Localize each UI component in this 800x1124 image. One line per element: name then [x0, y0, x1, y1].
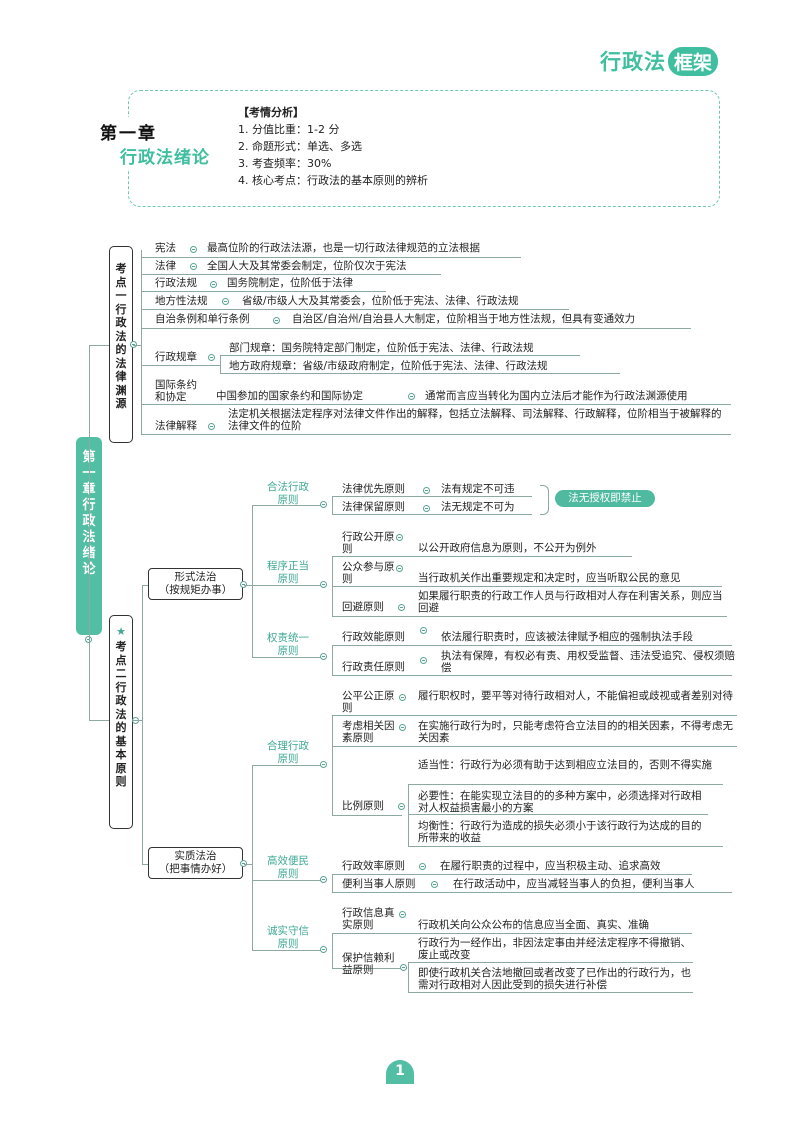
source-name: 自治条例和单行条例: [155, 313, 250, 325]
principle-desc: 当行政机关作出重要规定和决定时，应当听取公民的意见: [418, 572, 681, 584]
chapter-title: 行政法绪论: [120, 148, 210, 168]
principle-category: 权责统一原则: [267, 632, 309, 657]
principle-desc: 法无规定不可为: [441, 501, 515, 513]
source-desc: 中国参加的国家条约和国际协定: [216, 390, 363, 402]
point1-label: 考点一 行政法的法律渊源: [115, 262, 127, 410]
principle-name: 行政公开原则: [342, 531, 395, 555]
principle-desc: 行政行为一经作出，非因法定事由并经法定程序不得撤销、废止或改变: [418, 937, 691, 961]
source-name: 行政规章: [155, 351, 197, 363]
point2-label: 考点二 行政法的基本原则: [115, 640, 127, 788]
principle-name: 法律优先原则: [342, 483, 405, 495]
principle-desc-2: 即使行政机关合法地撤回或者改变了已作出的行政行为，也需对行政相对人因此受到的损失…: [418, 967, 691, 991]
principle-name: 行政责任原则: [342, 661, 405, 673]
brand-text: 行政法: [600, 50, 666, 74]
analysis-item: 1. 分值比重：1-2 分: [238, 123, 340, 136]
source-desc: 最高位阶的行政法法源，也是一切行政法律规范的立法根据: [207, 242, 480, 254]
principle-name: 保护信赖利益原则: [342, 952, 395, 976]
principle-name: 行政效能原则: [342, 631, 405, 643]
principle-name: 便利当事人原则: [342, 878, 416, 890]
principle-desc: 履行职权时，要平等对待行政相对人，不能偏袒或歧视或者差别对待: [418, 690, 733, 702]
source-name: 法律: [155, 260, 176, 272]
principle-desc: 以公开政府信息为原则，不公开为例外: [418, 542, 597, 554]
analysis-heading: 【考情分析】: [238, 106, 304, 119]
star-icon: ★: [116, 625, 126, 638]
source-desc: 法定机关根据法定程序对法律文件作出的解释，包括立法解释、司法解释、行政解释，位阶…: [228, 408, 722, 432]
principle-category: 诚实守信原则: [267, 925, 309, 950]
proportion-sub: 均衡性：行政行为造成的损失必须小于该行政行为达成的目的所带来的收益: [418, 820, 702, 844]
brand-logo: 行政法 框架: [600, 46, 719, 76]
proportion-sub: 必要性：在能实现立法目的的多种方案中，必须选择对行政相对人权益损害最小的方案: [418, 790, 702, 814]
principle-name: 比例原则: [342, 800, 384, 812]
source-desc: 全国人大及其常委会制定，位阶仅次于宪法: [207, 260, 407, 272]
analysis-box: 【考情分析】 1. 分值比重：1-2 分 2. 命题形式：单选、多选 3. 考查…: [238, 104, 428, 189]
source-sub: 部门规章：国务院特定部门制定，位阶低于宪法、法律、行政法规: [229, 342, 534, 354]
principle-desc: 在实施行政行为时，只能考虑符合立法目的的相关因素，不得考虑无关因素: [418, 720, 733, 744]
analysis-item: 4. 核心考点：行政法的基本原则的辨析: [238, 174, 428, 187]
principle-desc: 在行政活动中，应当减轻当事人的负担，便利当事人: [453, 878, 695, 890]
source-name: 法律解释: [155, 420, 197, 432]
chapter-label: 第一章: [100, 124, 157, 144]
principle-desc: 执法有保障，有权必有责、用权受监督、违法受追究、侵权须赔偿: [441, 650, 735, 674]
principle-name: 考虑相关因素原则: [342, 720, 395, 744]
principle-desc: 如果履行职责的行政工作人员与行政相对人存在利害关系，则应当回避: [418, 590, 723, 614]
formal-rule-node: 形式法治 （按规矩办事）: [148, 568, 243, 600]
principle-category: 合理行政原则: [267, 740, 309, 765]
principle-name: 法律保留原则: [342, 501, 405, 513]
page-number: 1: [386, 1060, 414, 1084]
brand-badge: 框架: [668, 46, 719, 76]
source-desc: 国务院制定，位阶低于法律: [227, 277, 353, 289]
source-sub: 地方政府规章：省级/市级政府制定，位阶低于宪法、法律、行政法规: [229, 360, 548, 372]
analysis-item: 3. 考查频率：30%: [238, 157, 332, 170]
source-name: 地方性法规: [155, 295, 208, 307]
note-badge: 法无授权即禁止: [555, 490, 655, 507]
principle-name: 公平公正原则: [342, 690, 395, 714]
principle-desc: 在履行职责的过程中，应当积极主动、追求高效: [440, 860, 661, 872]
principle-name: 公众参与原则: [342, 561, 395, 585]
source-name: 宪法: [155, 242, 176, 254]
proportion-sub: 适当性：行政行为必须有助于达到相应立法目的，否则不得实施: [418, 759, 712, 771]
principle-desc: 行政机关向公众公布的信息应当全面、真实、准确: [418, 919, 649, 931]
principle-name: 行政信息真实原则: [342, 907, 395, 931]
principle-name: 行政效率原则: [342, 860, 405, 872]
analysis-item: 2. 命题形式：单选、多选: [238, 140, 362, 153]
root-label: 第一章 行政法绪论: [82, 450, 96, 577]
source-name: 国际条约和协定: [155, 379, 197, 403]
source-desc: 省级/市级人大及其常委会，位阶低于宪法、法律、行政法规: [242, 295, 519, 307]
principle-name: 回避原则: [342, 601, 384, 613]
principle-category: 合法行政原则: [267, 481, 309, 506]
principle-category: 程序正当原则: [267, 560, 309, 585]
source-desc-2: 通常而言应当转化为国内立法后才能作为行政法渊源使用: [425, 390, 688, 402]
principle-category: 高效便民原则: [267, 855, 309, 880]
principle-desc: 法有规定不可违: [441, 483, 515, 495]
substantive-rule-node: 实质法治 （把事情办好）: [148, 847, 243, 879]
source-name: 行政法规: [155, 277, 197, 289]
brace: [540, 485, 549, 515]
source-desc: 自治区/自治州/自治县人大制定，位阶相当于地方性法规，但具有变通效力: [292, 313, 636, 325]
principle-desc: 依法履行职责时，应该被法律赋予相应的强制执法手段: [441, 631, 693, 643]
chapter-badge: 第一章 行政法绪论: [90, 117, 220, 169]
